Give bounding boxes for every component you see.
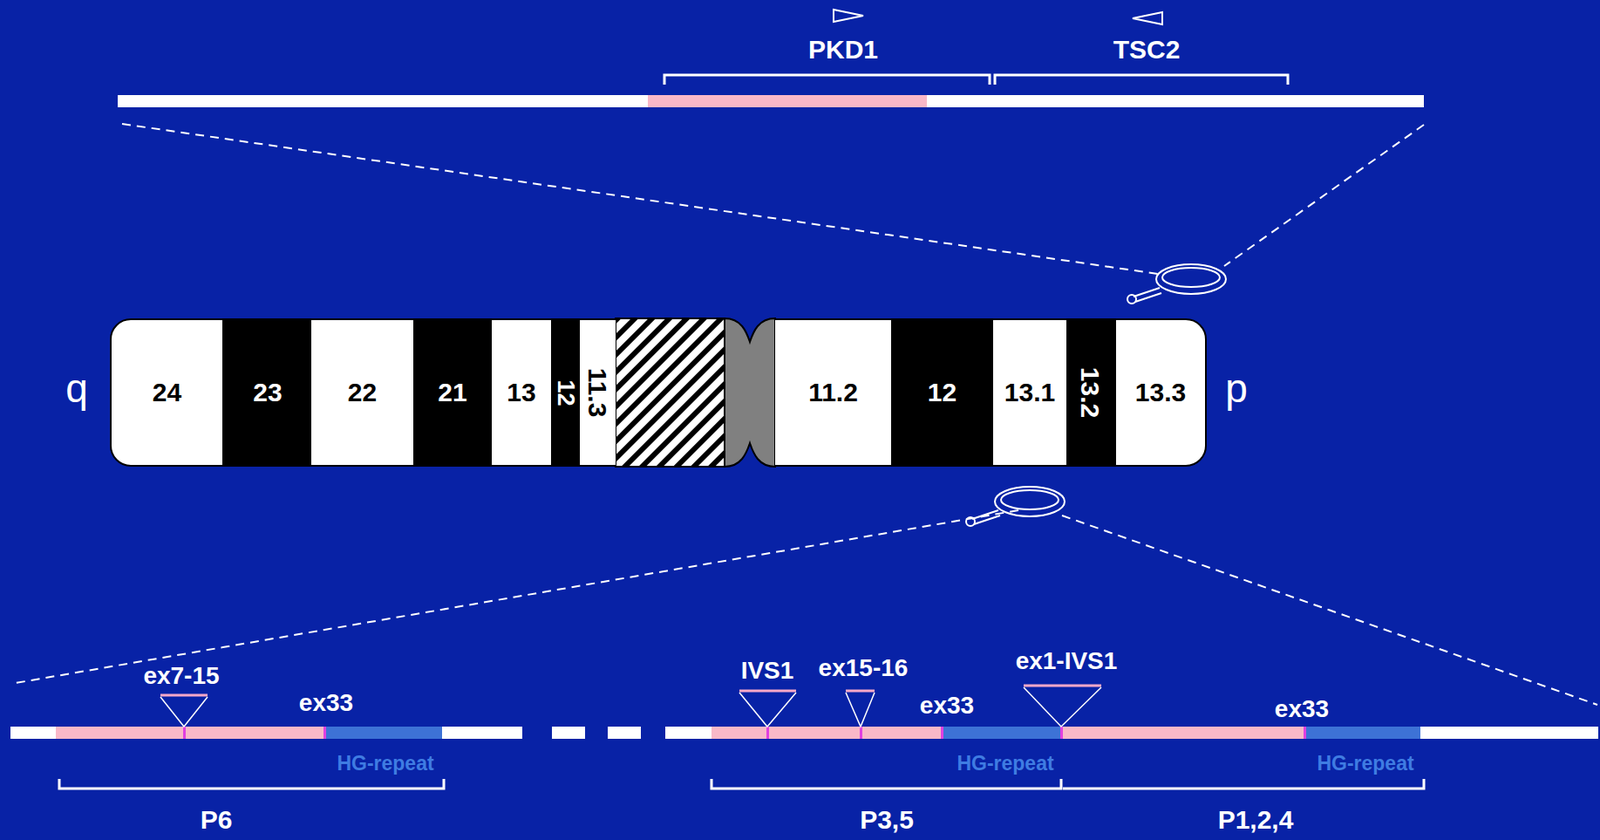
pseudogene-label: P3,5 xyxy=(859,806,914,833)
lens xyxy=(1156,264,1226,294)
band-number: 13.2 xyxy=(1077,367,1104,418)
band-number: 22 xyxy=(347,379,377,406)
chromosome-band: 13.2 xyxy=(1066,318,1115,467)
band-number: 11.3 xyxy=(585,367,612,418)
genomic-bar xyxy=(117,95,1424,108)
genomic-bar xyxy=(10,726,523,739)
gap-dash xyxy=(607,726,641,739)
breakpoint-tick xyxy=(1060,726,1063,739)
chromosome-band: 13.3 xyxy=(1114,318,1207,467)
zoom-wedge xyxy=(739,692,797,727)
gene-bracket xyxy=(994,74,1288,85)
repeat-label: HG-repeat xyxy=(336,753,434,774)
pseudogene-segment xyxy=(1061,726,1305,739)
repeat-label: HG-repeat xyxy=(956,753,1054,774)
arm-label: p xyxy=(1225,367,1248,409)
direction-arrow xyxy=(833,9,864,22)
magnifier-icon xyxy=(1127,264,1226,304)
chromosome-band: 13 xyxy=(491,318,552,467)
breakpoints xyxy=(183,726,1307,739)
region-mark xyxy=(845,689,875,693)
chromosome-band: 13.1 xyxy=(993,318,1067,467)
exon-label: ex33 xyxy=(299,690,354,715)
pseudogene-segment xyxy=(711,726,942,739)
band-number: 11.2 xyxy=(808,379,858,406)
pseudogene-label: P6 xyxy=(200,806,233,833)
band-number: 21 xyxy=(437,379,467,406)
bracket xyxy=(711,778,1062,789)
breakpoint-tick xyxy=(323,726,327,739)
breakpoint-tick xyxy=(1303,726,1307,739)
chromosome-band: 21 xyxy=(413,318,492,467)
heterochromatin xyxy=(615,318,725,467)
band-number: 12 xyxy=(553,379,578,406)
zoom-lines xyxy=(10,123,1598,705)
exon-label: ex33 xyxy=(1274,696,1329,722)
chromosome-band: 12 xyxy=(891,318,994,467)
chromosome-band: 11.3 xyxy=(579,318,616,467)
region-mark xyxy=(160,694,208,697)
band-number: 13.3 xyxy=(1135,379,1186,406)
band-number: 23 xyxy=(252,379,282,406)
gene-name: PKD1 xyxy=(808,36,879,63)
handle-end xyxy=(1127,294,1137,304)
region-mark xyxy=(739,689,797,693)
genomic-bar xyxy=(665,726,1599,739)
chromosome-band: 23 xyxy=(224,318,312,467)
zoom-line xyxy=(1062,515,1598,705)
chromosome-band: 24 xyxy=(109,318,225,467)
band-number: 13.1 xyxy=(1004,379,1056,406)
region-mark xyxy=(1023,684,1102,688)
gene-name: TSC2 xyxy=(1113,36,1181,63)
lens xyxy=(1162,267,1220,287)
region-label: ex7-15 xyxy=(142,663,219,688)
zoom-line xyxy=(10,510,1019,684)
region-label: ex15-16 xyxy=(818,655,909,681)
repeat-label: HG-repeat xyxy=(1316,753,1414,774)
zoom-line xyxy=(1224,124,1424,266)
zoom-line xyxy=(122,123,1158,274)
chromosome-band: 12 xyxy=(551,318,580,467)
direction-arrow xyxy=(1132,12,1163,25)
breakpoint-tick xyxy=(940,726,944,739)
band-number: 13 xyxy=(506,379,536,406)
handle-end xyxy=(966,517,975,526)
breakpoint-tick xyxy=(859,726,863,739)
gene-bracket xyxy=(664,74,990,85)
lens xyxy=(994,486,1065,517)
hg-repeat-segment xyxy=(324,726,443,739)
handle xyxy=(1135,292,1162,302)
centromere xyxy=(724,318,776,467)
zoom-wedges xyxy=(160,687,1102,727)
breakpoint-tick xyxy=(183,726,186,739)
breakpoint-tick xyxy=(766,726,770,739)
pseudogene-label: P1,2,4 xyxy=(1218,806,1294,833)
bracket xyxy=(1062,778,1424,789)
bracket xyxy=(59,778,444,789)
hg-repeat-segment xyxy=(1304,726,1421,739)
hg-repeat-segment xyxy=(941,726,1062,739)
exon-label: ex33 xyxy=(919,693,974,718)
lens xyxy=(1000,490,1059,510)
gap-dash xyxy=(551,726,586,739)
region-label: IVS1 xyxy=(741,658,795,683)
arm-label: q xyxy=(65,367,89,409)
zoom-wedge xyxy=(160,696,208,727)
handle xyxy=(973,515,1001,525)
pseudogene-brackets xyxy=(59,778,1424,789)
chromosome-band: 22 xyxy=(311,318,414,467)
chromosome-band: 11.2 xyxy=(775,318,892,467)
band-number: 12 xyxy=(927,379,957,406)
magnifier-icon xyxy=(966,486,1065,526)
region-label: ex1-IVS1 xyxy=(1015,648,1118,674)
zoom-wedge xyxy=(1023,687,1102,727)
zoom-wedge xyxy=(845,692,875,727)
pkd1-segment xyxy=(647,95,927,108)
pseudogene-segment xyxy=(55,726,325,739)
band-number: 24 xyxy=(152,379,182,406)
